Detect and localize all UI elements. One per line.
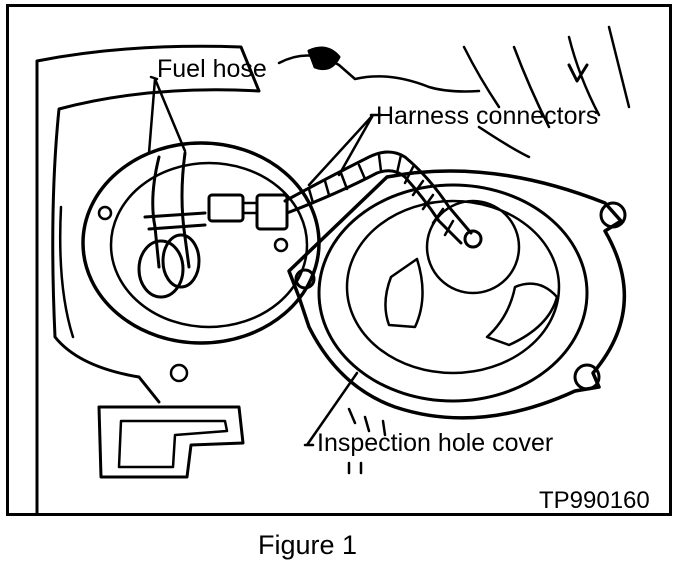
opening-bolt-right: [273, 237, 289, 253]
harness-tube-upper: [283, 150, 473, 235]
opening-bolt-left: [97, 205, 113, 221]
cover-bolt-left: [294, 268, 316, 290]
leader-cover: [303, 371, 359, 447]
cover-slot-right: [485, 282, 559, 347]
figure-caption: Figure 1: [258, 530, 358, 560]
cover-outer: [287, 169, 627, 420]
connector-1: [207, 193, 245, 223]
clip: [307, 46, 341, 71]
cover-bolt-bottom-right: [573, 363, 601, 391]
cover-center-boss: [425, 199, 521, 295]
cover-slot-left: [384, 257, 424, 329]
inspection-hole-cover-label: Inspection hole cover: [317, 429, 554, 457]
cover-rim: [317, 183, 589, 403]
figure-code: TP990160: [539, 487, 650, 514]
arrow-mark: [567, 63, 589, 83]
lower-bracket: [97, 405, 245, 479]
connector-2: [255, 193, 289, 231]
top-wire: [277, 54, 481, 93]
panel-flange: [58, 205, 75, 339]
cover-edge-ticks: [347, 407, 387, 475]
cover-dome: [345, 199, 561, 375]
cover-center-bolt: [463, 229, 483, 249]
diagram-frame: Fuel hose Harness connectors Inspection …: [6, 4, 672, 516]
leader-fuel-hose: [147, 75, 187, 155]
hose-clamp: [143, 211, 207, 231]
panel-hole: [169, 363, 189, 383]
fuel-pump-access-illustration: [35, 25, 631, 513]
harness-tube-lower: [285, 169, 463, 245]
top-strands: [462, 25, 631, 159]
lower-bracket-inner: [117, 419, 229, 469]
body-panel-outline: [35, 44, 261, 513]
pump-opening-outer: [81, 141, 321, 345]
pump-opening-inner: [109, 161, 309, 329]
cover-bolt-top-right: [599, 201, 627, 229]
hose-end-2: [161, 233, 201, 289]
leader-harness: [307, 113, 383, 187]
harness-connectors-label: Harness connectors: [376, 102, 599, 130]
fuel-hose-label: Fuel hose: [157, 55, 267, 83]
connector-lines: [241, 201, 259, 215]
hose-end-1: [137, 239, 185, 299]
